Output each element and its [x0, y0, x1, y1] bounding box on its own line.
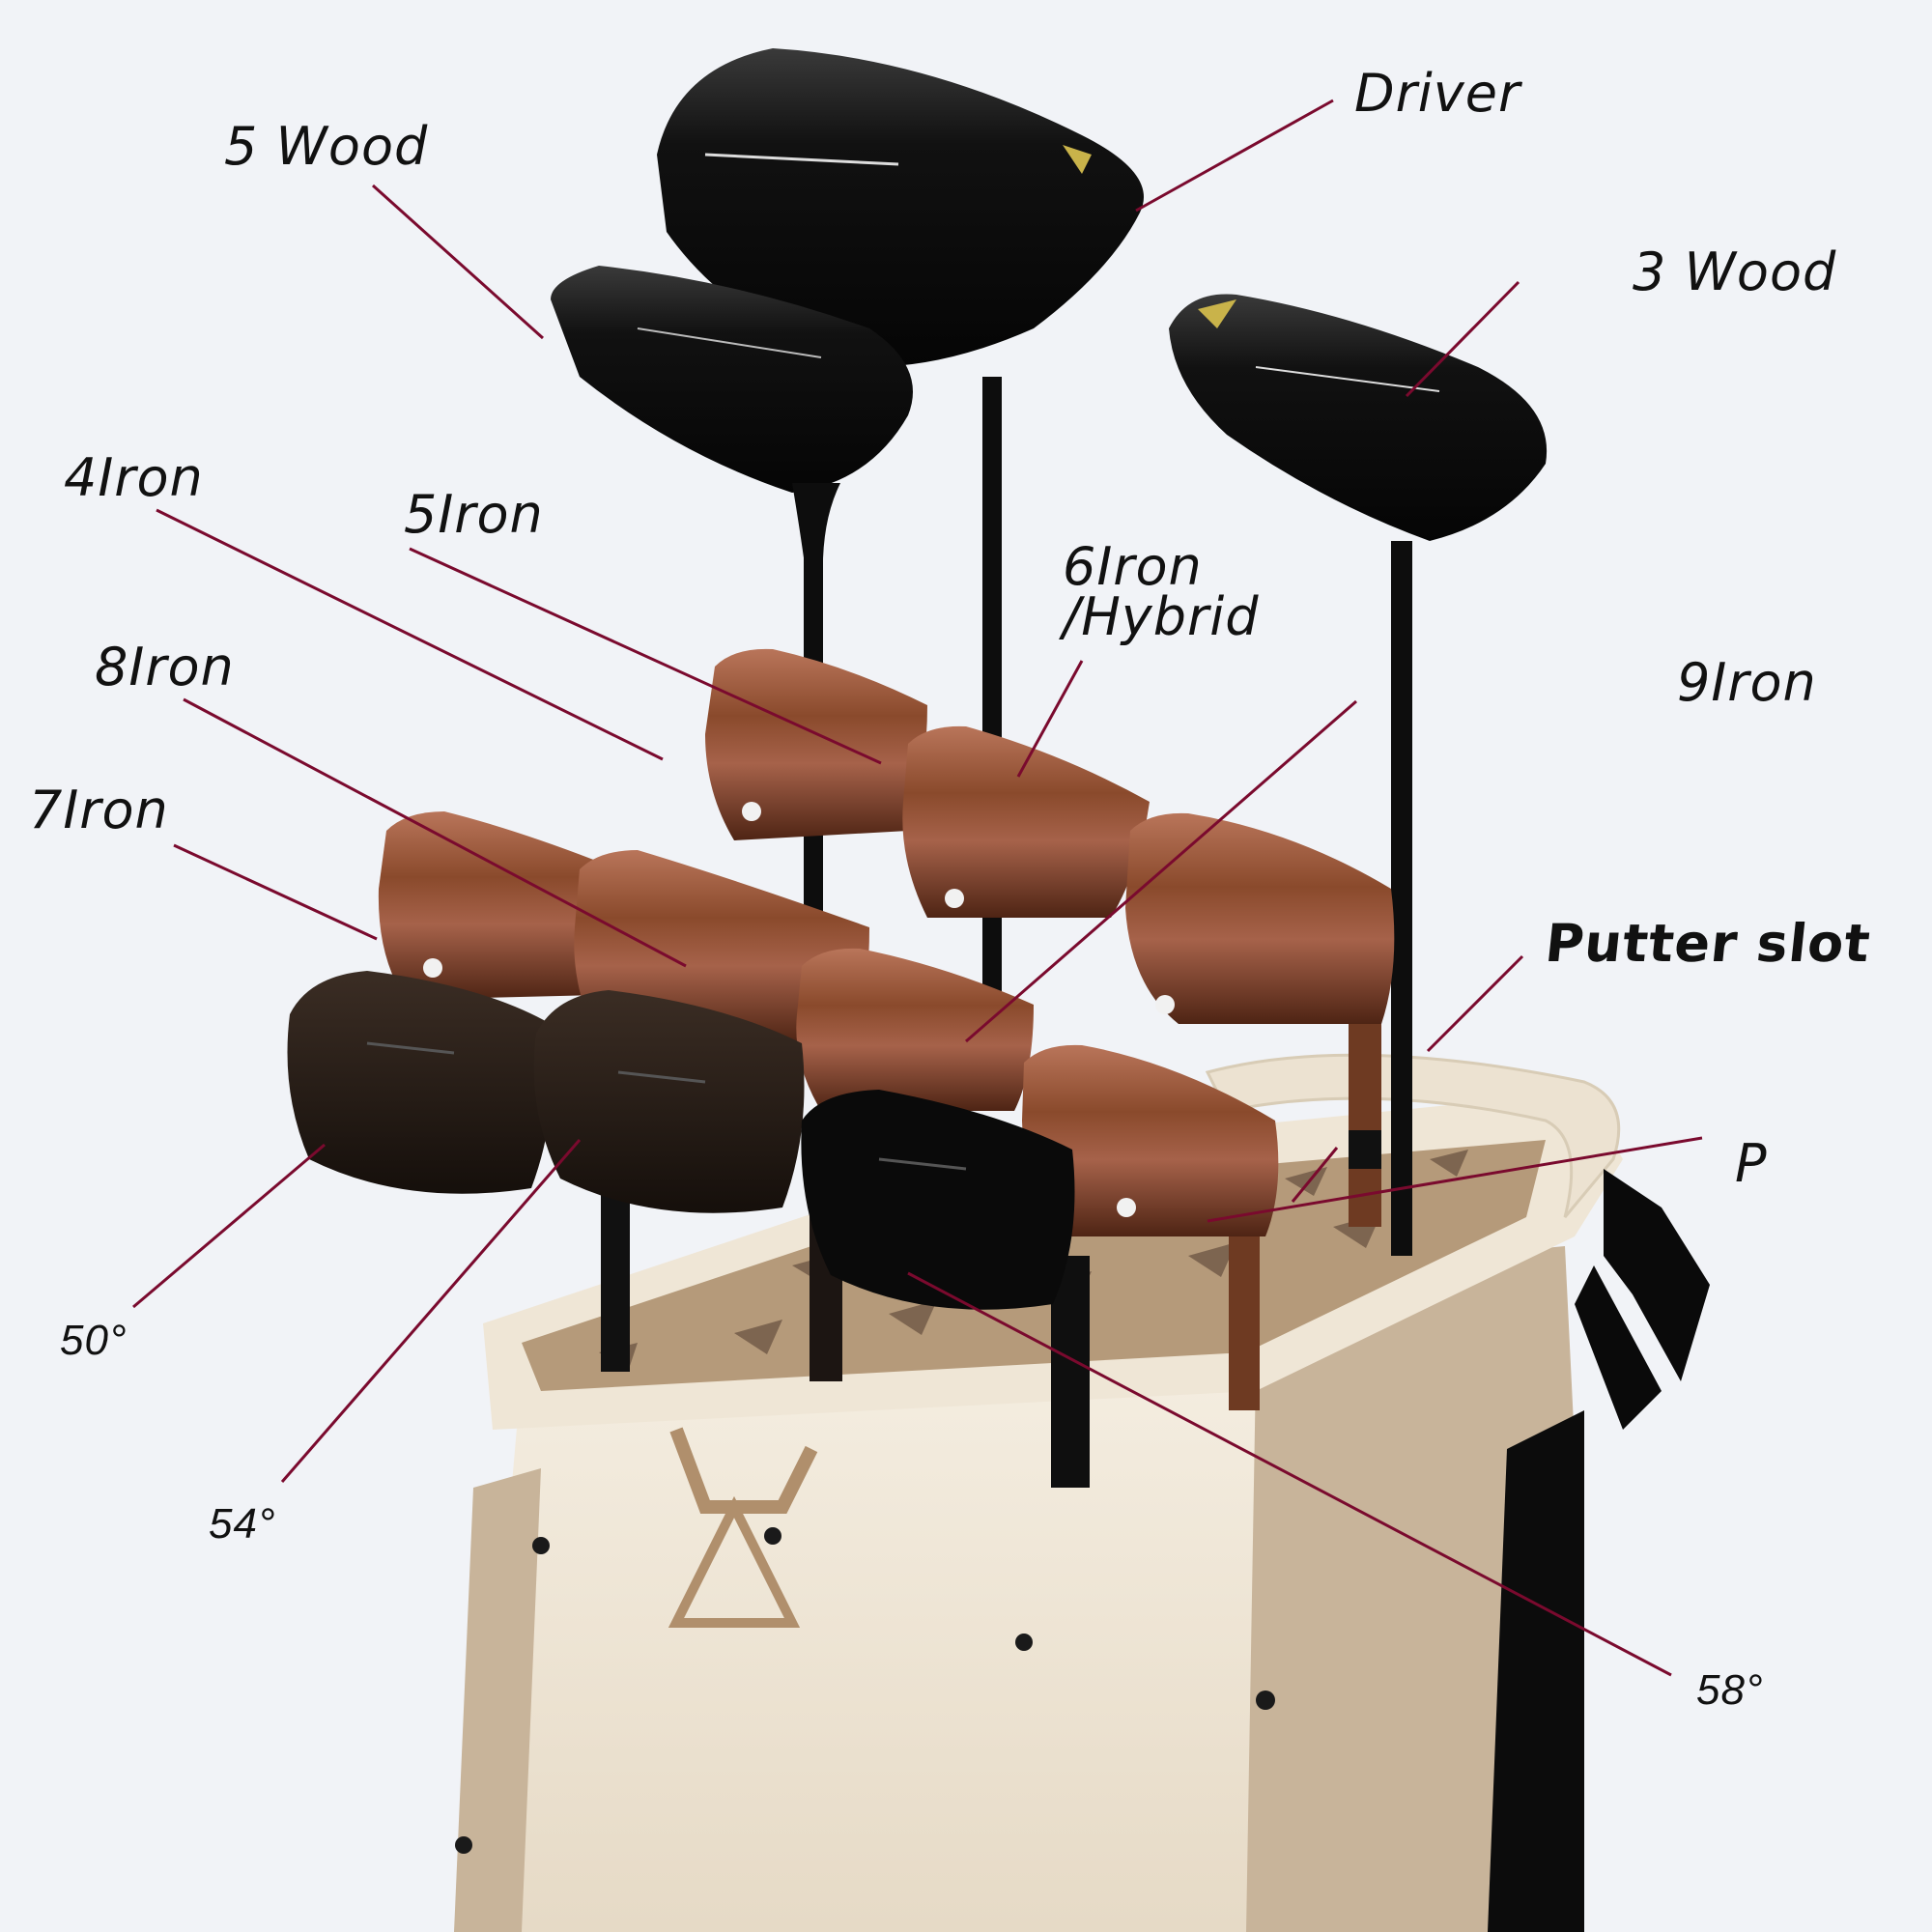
label-5-wood: 5 Wood [224, 116, 429, 177]
leader-line-iron5 [409, 547, 882, 765]
leader-line-w58 [907, 1271, 1672, 1677]
bag-black-panel [1488, 1410, 1584, 1932]
driver-head [657, 48, 1144, 367]
iron7-head [378, 811, 618, 1000]
label-7-iron: 7Iron [29, 780, 169, 840]
leader-line-driver [1135, 99, 1334, 213]
leader-line-iron4 [156, 508, 664, 761]
woods [551, 48, 1548, 580]
label-driver: Driver [1354, 63, 1521, 124]
brand-logo-icon [668, 1495, 801, 1628]
bag-handle [1205, 1053, 1621, 1218]
leader-line-putter [1426, 954, 1524, 1053]
wedge50-head [287, 971, 554, 1194]
label-6-iron: 6Iron [1063, 536, 1203, 597]
wood3-head [1169, 294, 1548, 541]
iron5-head [705, 648, 927, 840]
iron6-head [902, 725, 1150, 918]
label-54-degree: 54° [209, 1500, 276, 1548]
leader-line-iron9 [965, 699, 1357, 1043]
bag-strap [1604, 1169, 1710, 1381]
label-9-iron: 9Iron [1677, 652, 1817, 713]
leader-line-wood3 [1405, 280, 1520, 398]
iron8-head [574, 850, 869, 1043]
wedge58-head [801, 1090, 1075, 1310]
leader-line-putter2 [1291, 1147, 1339, 1203]
golf-bag [454, 1053, 1710, 1932]
bag-trim-v [669, 1427, 818, 1514]
leader-line-iron7 [173, 843, 378, 941]
irons [378, 648, 1395, 1236]
wood5-head [551, 266, 913, 493]
bag-strap-lower [1575, 1265, 1662, 1430]
label-pitching-wedge: P [1735, 1133, 1768, 1194]
bag-rivets [455, 1527, 1275, 1854]
label-58-degree: 58° [1696, 1666, 1764, 1714]
label-4-iron: 4Iron [64, 447, 204, 508]
iron9-head-p790 [1125, 812, 1395, 1024]
leader-line-w50 [132, 1143, 326, 1309]
leader-line-iron6 [1016, 660, 1084, 778]
label-hybrid: /Hybrid [1063, 586, 1260, 647]
pitching-wedge-head [1022, 1044, 1279, 1236]
wedge54-head [533, 990, 805, 1213]
label-5-iron: 5Iron [404, 484, 544, 545]
iron-center-head [796, 948, 1034, 1111]
bag-front-panel [473, 1372, 1256, 1932]
bag-left-fabric [454, 1468, 541, 1932]
label-3-wood: 3 Wood [1633, 242, 1837, 302]
leader-line-iron8 [183, 697, 687, 968]
leader-line-wood5 [371, 184, 545, 340]
label-50-degree: 50° [60, 1317, 128, 1364]
wedges [287, 971, 1075, 1310]
leader-line-p [1207, 1136, 1703, 1223]
leader-line-w54 [280, 1139, 582, 1483]
leader-lines [132, 99, 1703, 1677]
label-putter-slot: Putter slot [1542, 913, 1874, 974]
label-8-iron: 8Iron [95, 637, 235, 697]
